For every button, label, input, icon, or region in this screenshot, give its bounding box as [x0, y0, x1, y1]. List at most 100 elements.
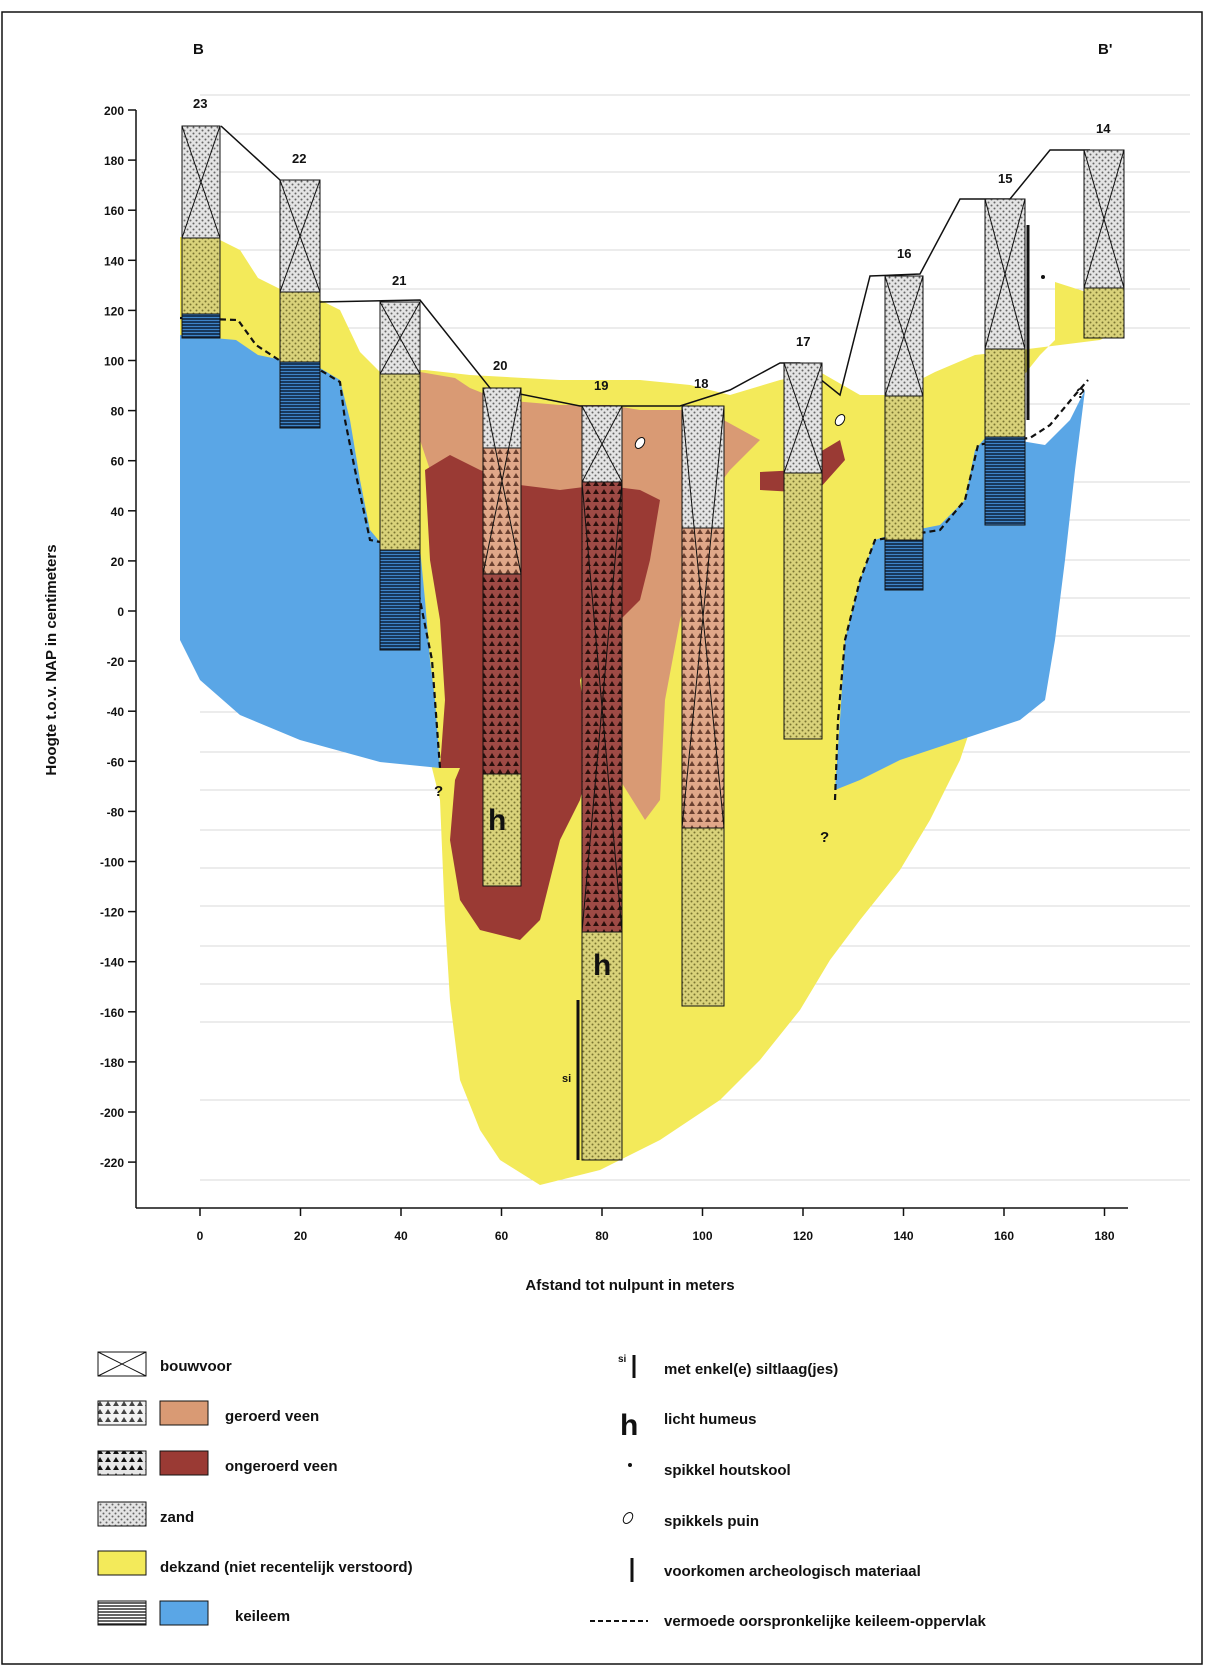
y-tick-label: 160	[104, 204, 124, 218]
svg-text:spikkel houtskool: spikkel houtskool	[664, 1462, 791, 1479]
y-tick-label: -20	[107, 655, 125, 669]
svg-text:spikkels puin: spikkels puin	[664, 1513, 759, 1530]
svg-text:ongeroerd veen: ongeroerd veen	[225, 1458, 338, 1475]
y-tick-label: 180	[104, 154, 124, 168]
borehole-label: 21	[392, 273, 406, 288]
legend-ongeroerd-veen: ongeroerd veen	[97, 1450, 338, 1476]
borehole-label: 19	[594, 378, 608, 393]
legend-bouwvoor: bouwvoor	[97, 1351, 232, 1377]
borehole-19	[581, 405, 623, 1161]
y-tick-label: -100	[100, 856, 124, 870]
y-tick-label: -180	[100, 1056, 124, 1070]
borehole-18	[681, 405, 725, 1007]
legend-puin: spikkels puin	[622, 1512, 759, 1530]
legend-dekzand: dekzand (niet recentelijk verstoord)	[97, 1550, 413, 1576]
borehole-label: 18	[694, 376, 708, 391]
x-tick-label: 0	[197, 1229, 204, 1243]
keileem-surface-dashed	[179, 316, 442, 770]
y-ticks: 200180160140120100806040200-20-40-60-80-…	[100, 104, 136, 1170]
legend-archeologie: voorkomen archeologisch materiaal	[630, 1558, 921, 1582]
puin-marker	[834, 414, 846, 426]
y-tick-label: 120	[104, 304, 124, 318]
svg-text:geroerd veen: geroerd veen	[225, 1408, 319, 1425]
y-tick-label: -220	[100, 1156, 124, 1170]
borehole-label: 14	[1096, 121, 1111, 136]
borehole-label: 22	[292, 151, 306, 166]
x-axis-title: Afstand tot nulpunt in meters	[525, 1277, 734, 1294]
borehole-22	[279, 179, 321, 429]
y-tick-label: 40	[111, 505, 125, 519]
y-tick-label: -140	[100, 956, 124, 970]
keileem-left	[180, 335, 440, 768]
svg-text:bouwvoor: bouwvoor	[160, 1358, 232, 1375]
svg-text:vermoede oorspronkelijke keile: vermoede oorspronkelijke keileem-oppervl…	[664, 1613, 986, 1630]
y-tick-label: 60	[111, 455, 125, 469]
y-tick-label: 20	[111, 555, 125, 569]
axes: 200180160140120100806040200-20-40-60-80-…	[43, 104, 1128, 1294]
borehole-label: 17	[796, 334, 810, 349]
legend-geroerd-veen: geroerd veen	[97, 1400, 319, 1426]
boreholes: 23 22 21 20 19 18 17 16 15 14	[181, 96, 1125, 1161]
x-tick-label: 180	[1094, 1229, 1114, 1243]
borehole-15	[984, 198, 1045, 526]
x-tick-label: 160	[994, 1229, 1014, 1243]
svg-text:si: si	[618, 1354, 627, 1365]
y-axis-title: Hoogte t.o.v. NAP in centimeters	[43, 544, 60, 775]
legend: bouwvoor geroerd veen ongeroerd veen zan…	[97, 1351, 986, 1630]
puin-marker	[634, 437, 646, 449]
svg-text:dekzand (niet recentelijk vers: dekzand (niet recentelijk verstoord)	[160, 1559, 413, 1576]
x-tick-label: 40	[394, 1229, 408, 1243]
question-marker: ?	[820, 829, 829, 846]
y-tick-label: 100	[104, 355, 124, 369]
x-tick-label: 140	[893, 1229, 913, 1243]
svg-text:zand: zand	[160, 1509, 194, 1526]
borehole-14	[1083, 149, 1125, 339]
borehole-label: 16	[897, 246, 911, 261]
svg-text:licht humeus: licht humeus	[664, 1411, 757, 1428]
legend-silt: si met enkel(e) siltlaag(jes)	[618, 1354, 838, 1378]
y-tick-label: -80	[107, 805, 125, 819]
humus-marker: h	[593, 949, 611, 982]
legend-humus: h licht humeus	[620, 1409, 757, 1442]
borehole-20	[482, 387, 522, 887]
humus-marker: h	[488, 804, 506, 837]
section-markers: ? ? ? h h si	[434, 385, 1085, 1160]
keileem-surface-dashed-right	[833, 379, 1089, 801]
surface-profile-line	[220, 125, 1090, 407]
y-tick-label: 0	[117, 605, 124, 619]
geology-layers	[180, 237, 1120, 1185]
section-start-label: B	[193, 41, 204, 58]
question-marker: ?	[434, 783, 443, 800]
page-frame	[1, 11, 1203, 1665]
svg-text:keileem: keileem	[235, 1608, 290, 1625]
borehole-17	[783, 362, 823, 740]
y-tick-label: -120	[100, 906, 124, 920]
x-tick-label: 20	[294, 1229, 308, 1243]
borehole-16	[884, 275, 924, 591]
borehole-label: 15	[998, 171, 1012, 186]
section-end-label: B'	[1098, 41, 1112, 58]
borehole-label: 23	[193, 96, 207, 111]
y-tick-label: -160	[100, 1006, 124, 1020]
y-tick-label: -40	[107, 705, 125, 719]
x-tick-label: 120	[793, 1229, 813, 1243]
question-marker: ?	[1076, 385, 1085, 402]
svg-text:met enkel(e) siltlaag(jes): met enkel(e) siltlaag(jes)	[664, 1361, 838, 1378]
borehole-label: 20	[493, 358, 507, 373]
x-tick-label: 80	[595, 1229, 609, 1243]
y-tick-label: 80	[111, 405, 125, 419]
borehole-21	[379, 301, 421, 651]
x-tick-label: 60	[495, 1229, 509, 1243]
y-tick-label: 140	[104, 254, 124, 268]
y-tick-label: 200	[104, 104, 124, 118]
legend-zand: zand	[97, 1501, 194, 1527]
borehole-23	[181, 125, 221, 339]
legend-keileem-oppervlak: vermoede oorspronkelijke keileem-oppervl…	[590, 1613, 986, 1630]
y-tick-label: -60	[107, 755, 125, 769]
legend-keileem: keileem	[97, 1600, 290, 1626]
silt-marker: si	[562, 1073, 571, 1085]
svg-text:voorkomen archeologisch materi: voorkomen archeologisch materiaal	[664, 1563, 921, 1580]
